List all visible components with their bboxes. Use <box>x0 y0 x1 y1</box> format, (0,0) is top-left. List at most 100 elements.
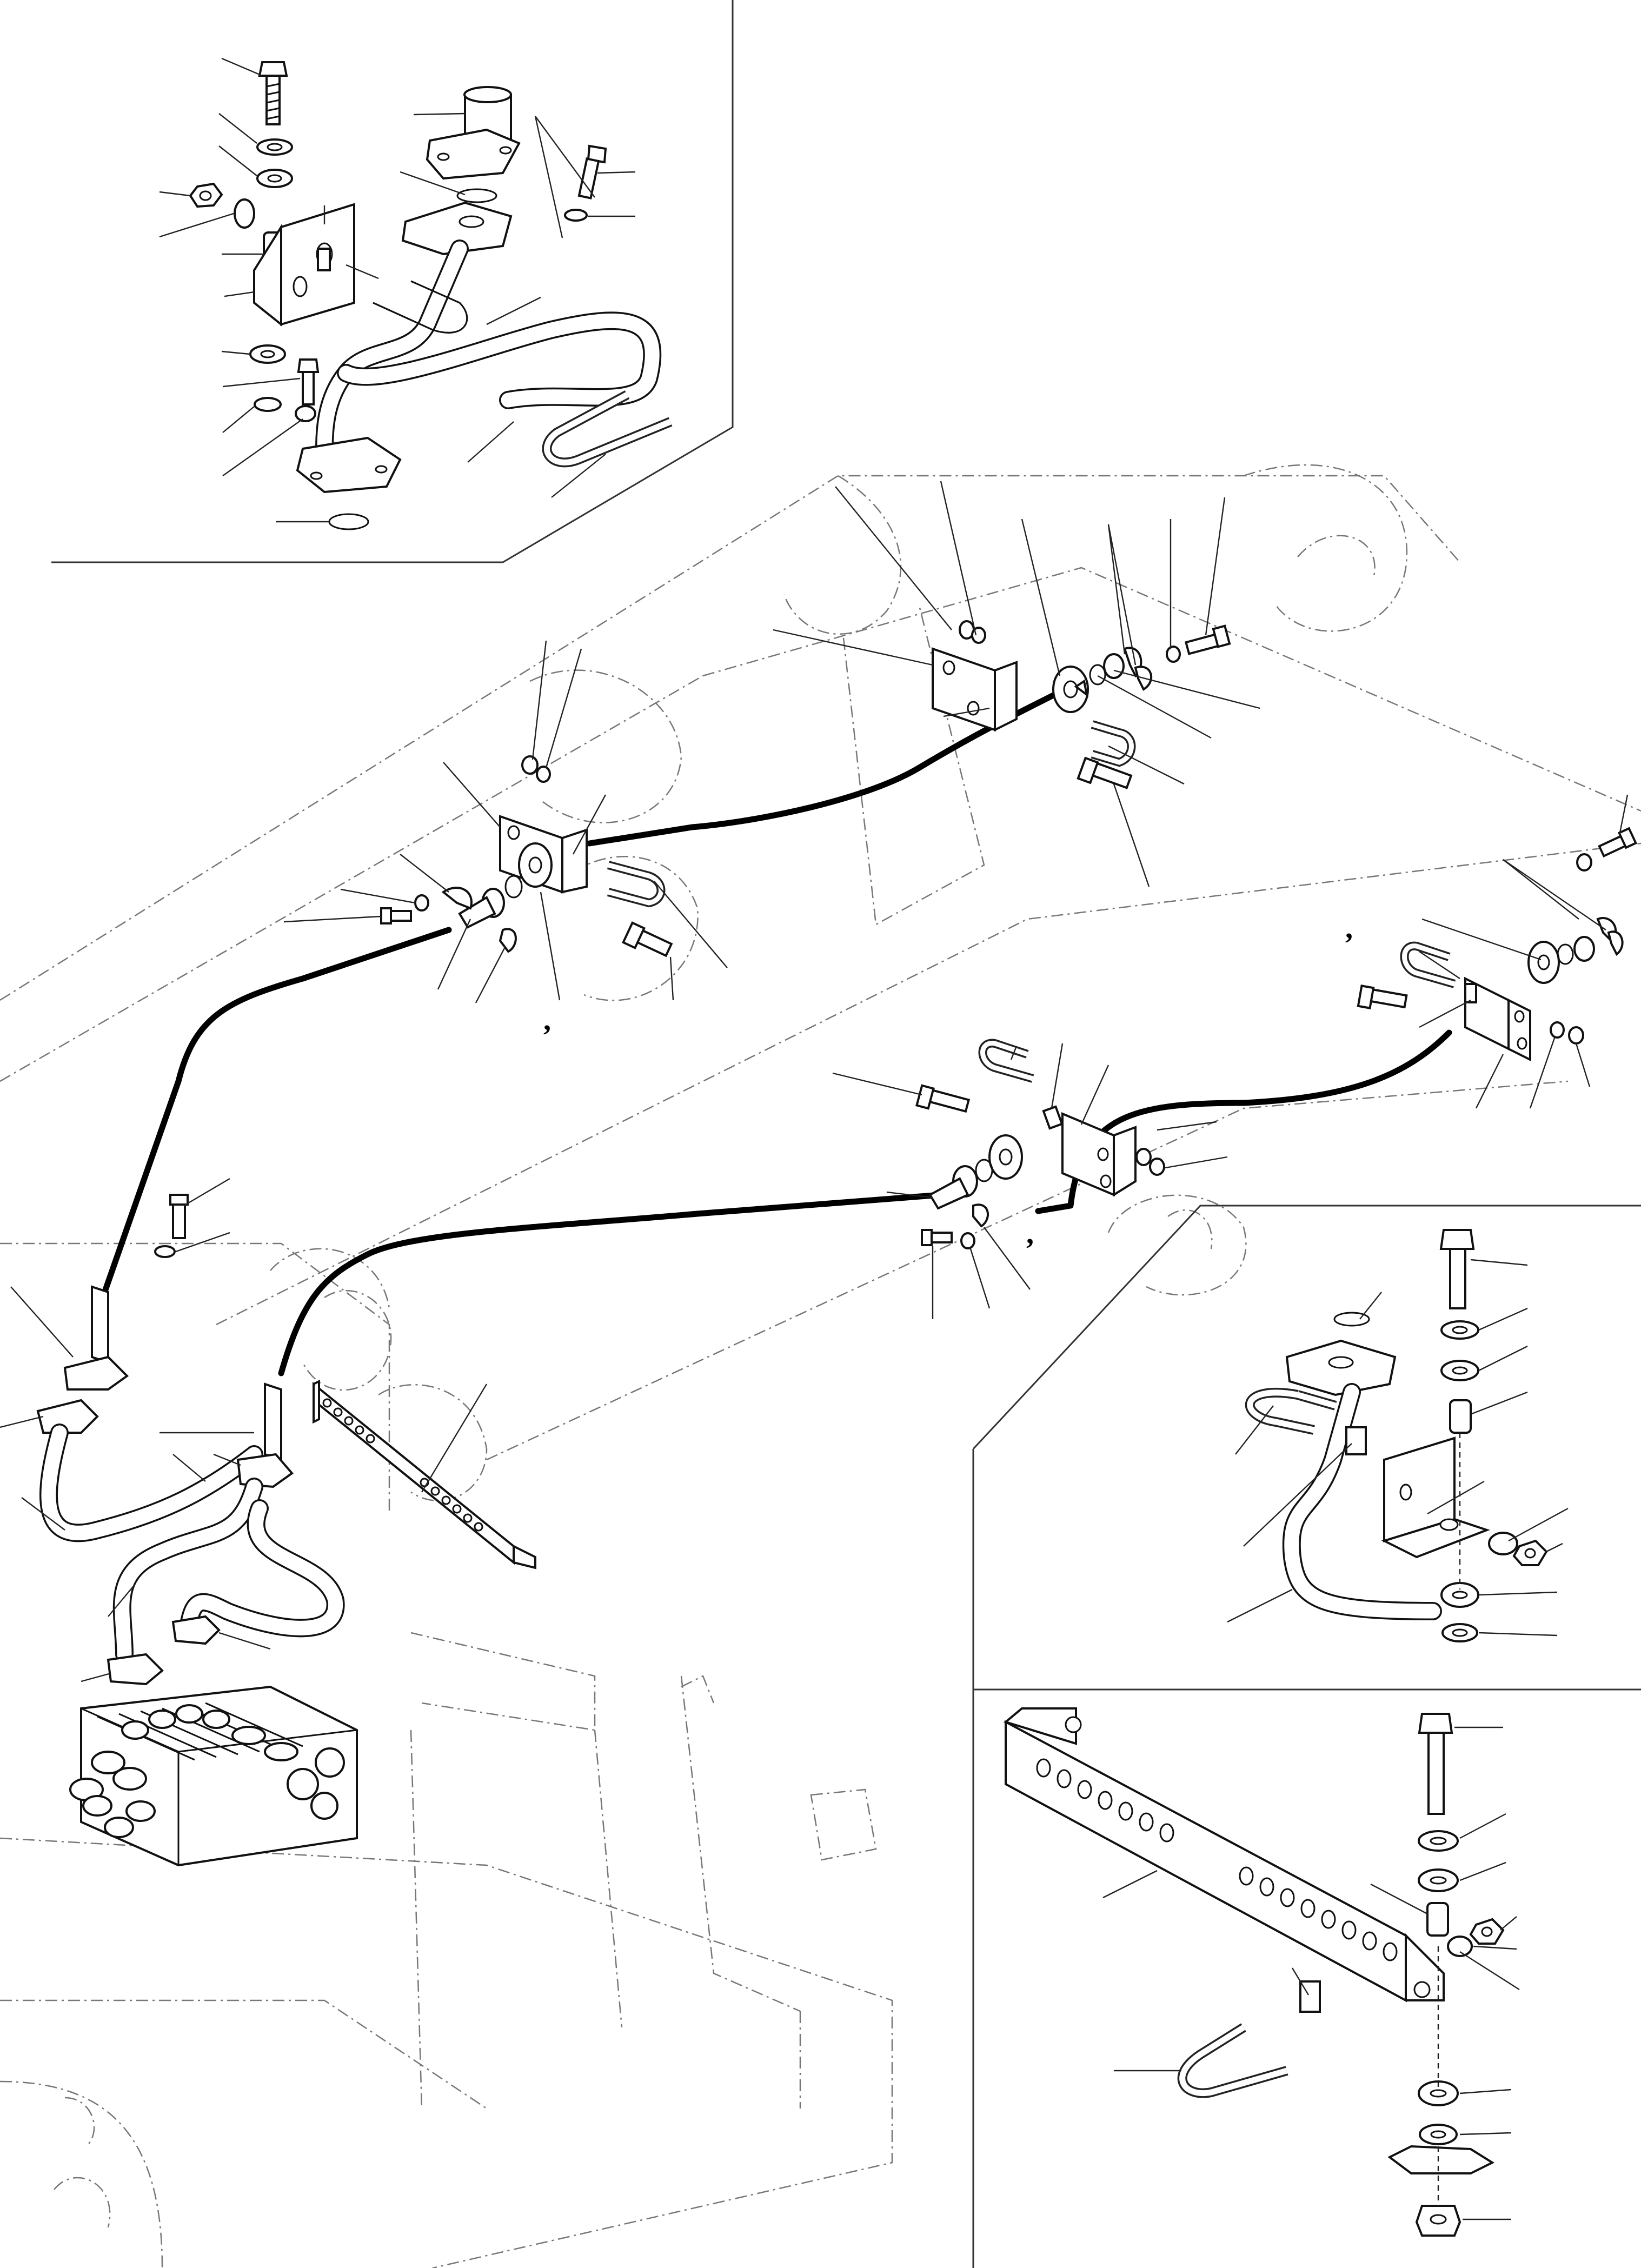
washer-icon <box>1488 1532 1518 1555</box>
hydraulic-pipe-icon <box>426 86 521 180</box>
clamp-assembly-upper <box>773 481 1260 887</box>
washer-icon <box>1440 1320 1479 1340</box>
inset-right-middle <box>1227 1229 1569 1642</box>
spacer-icon <box>1345 1426 1367 1455</box>
o-ring-icon <box>1333 1312 1370 1327</box>
nut-icon <box>1415 2205 1461 2237</box>
o-ring-icon <box>1557 943 1574 965</box>
o-ring-icon <box>504 875 523 899</box>
washer-icon <box>234 198 255 229</box>
bracket-icon <box>1003 1707 1445 2003</box>
nut-icon <box>1568 1026 1584 1045</box>
bracket-icon <box>1061 1112 1137 1197</box>
u-bolt-icon <box>1177 2023 1288 2098</box>
nut-icon <box>1149 1158 1165 1176</box>
washer-icon <box>1103 653 1125 679</box>
pipe-fitting-icon <box>928 1165 978 1210</box>
inset-frames <box>51 0 1641 2268</box>
washer-icon <box>1573 936 1595 962</box>
bolt-icon <box>1418 1713 1453 1815</box>
leader-lines <box>1419 794 1629 1109</box>
washer-icon <box>1550 1021 1565 1039</box>
bolt-icon <box>915 1084 971 1113</box>
bolt-icon <box>258 61 288 125</box>
bolt-icon <box>1184 624 1231 655</box>
half-clamp-icon <box>441 886 473 910</box>
o-ring-icon <box>1089 664 1106 686</box>
nut-icon <box>521 755 539 775</box>
inset-top-left <box>159 57 673 530</box>
flange-icon <box>988 1134 1023 1180</box>
pipe-fitting-icon <box>458 888 505 929</box>
u-bolt-icon <box>373 280 468 334</box>
washer-icon <box>154 1245 176 1258</box>
o-ring-icon <box>975 1159 993 1182</box>
washer-icon <box>564 209 588 222</box>
flange-icon <box>1527 941 1560 984</box>
u-bolt-icon <box>542 390 673 468</box>
leader-lines <box>1227 1259 1569 1637</box>
washer-icon <box>254 397 282 412</box>
leader-lines <box>773 481 1260 887</box>
u-bolt-icon <box>978 1039 1034 1083</box>
half-clamp-icon <box>1607 930 1624 956</box>
callout-mark: , <box>1026 1217 1034 1251</box>
washer-icon <box>1419 2124 1458 2145</box>
bolt-icon <box>1077 756 1133 789</box>
o-ring-icon <box>456 188 497 203</box>
u-bolt-icon <box>607 861 666 908</box>
bracket-icon <box>1381 1436 1490 1559</box>
clamp-assembly-left <box>283 640 728 1003</box>
bolt-icon <box>297 358 320 405</box>
bracket-icon <box>253 203 355 327</box>
flange-icon <box>1285 1339 1397 1396</box>
washer-icon <box>1440 1360 1479 1381</box>
machine-phantom-outline <box>0 464 1641 2268</box>
nut-icon <box>189 182 223 208</box>
hydraulic-pipe-icon <box>1282 1383 1442 1620</box>
flange-icon <box>518 842 553 888</box>
hydraulic-pipe-icon <box>36 1285 345 1686</box>
callout-marks: , , , <box>543 912 1353 1251</box>
washer-icon <box>960 1232 975 1249</box>
nut-icon <box>1469 1918 1505 1945</box>
callout-mark: , <box>543 1003 551 1037</box>
flange-icon <box>401 201 513 256</box>
pipe-group-left <box>0 1178 345 1686</box>
leader-lines <box>0 1286 271 1682</box>
washer-icon <box>1440 1582 1479 1608</box>
bolt-icon <box>1439 1229 1475 1309</box>
bolt-icon <box>1357 985 1408 1009</box>
clamp-assembly-lower <box>832 1039 1228 1319</box>
washer-icon <box>295 405 316 422</box>
bolt-icon <box>169 1194 189 1239</box>
half-clamp-icon <box>972 1203 989 1228</box>
washer-icon <box>1418 1868 1459 1892</box>
flange-icon <box>1052 666 1089 713</box>
bracket-icon <box>1464 976 1531 1062</box>
bolt-icon <box>921 1229 953 1246</box>
control-valve-icon <box>69 1685 358 1867</box>
leader-lines <box>832 1043 1228 1319</box>
washer-icon <box>256 169 293 188</box>
bolt-icon <box>380 907 412 925</box>
u-bolt-icon <box>1400 941 1456 988</box>
spacer-icon <box>1426 1902 1449 1937</box>
spacer-icon <box>1042 1105 1064 1130</box>
strip-bracket-left <box>172 1379 536 1569</box>
washer-icon <box>414 894 429 912</box>
nut-icon <box>1512 1539 1548 1566</box>
clamp-assembly-right <box>1357 794 1638 1109</box>
washer-icon <box>1135 1148 1152 1166</box>
washer-icon <box>1418 2080 1459 2106</box>
u-bolt-icon <box>1245 1387 1337 1435</box>
washer-icon <box>536 766 551 783</box>
flange-icon <box>296 436 402 494</box>
bolt-icon <box>1598 827 1638 858</box>
hydraulic-pipe-icon <box>315 240 662 463</box>
bolt-icon <box>577 144 607 199</box>
washer-icon <box>249 344 286 364</box>
half-clamp-icon <box>499 928 517 953</box>
o-ring-icon <box>328 513 369 530</box>
